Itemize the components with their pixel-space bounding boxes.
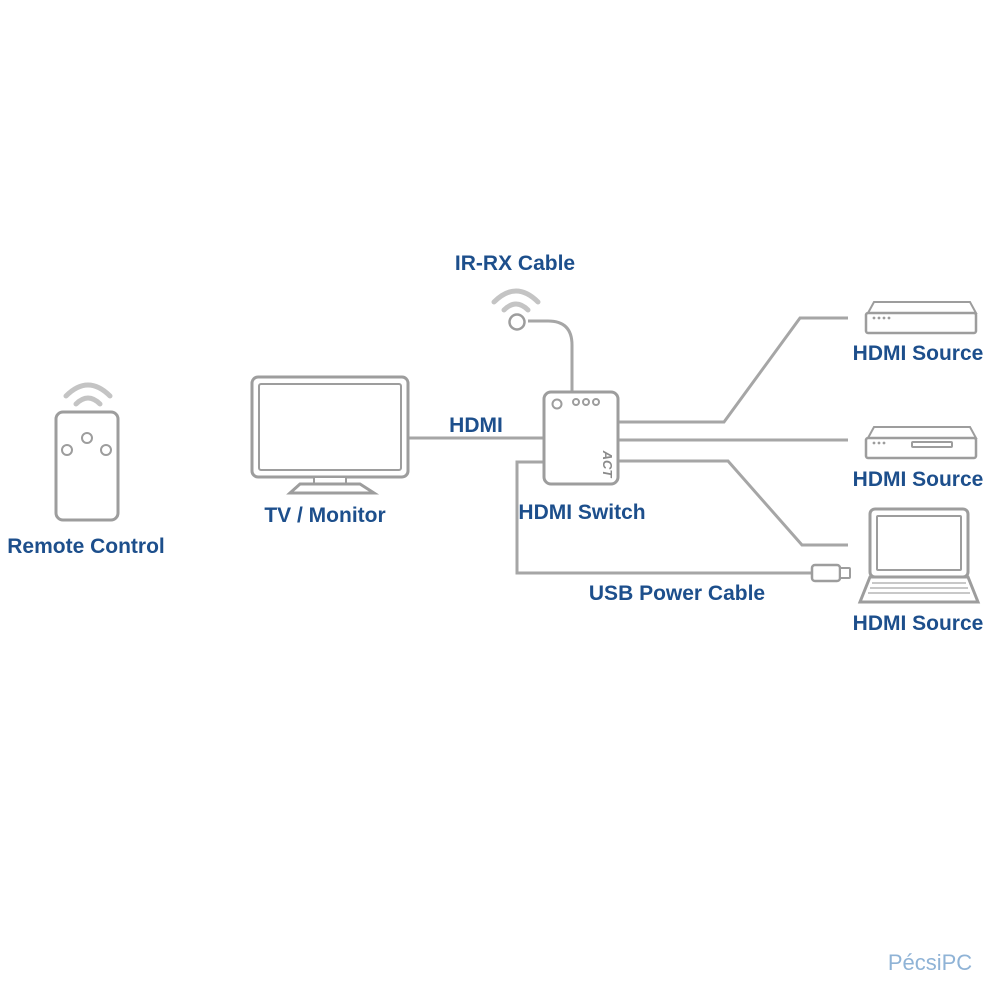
remote-control-label: Remote Control (7, 535, 165, 558)
usb-power-cable (515, 460, 812, 575)
hdmi-cable-source-3 (618, 459, 848, 547)
hdmi-source-3-device (857, 507, 981, 604)
remote-control-body (54, 410, 120, 522)
ir-rx-cable (528, 319, 574, 392)
remote-control (54, 382, 120, 522)
hdmi-source-1-label: HDMI Source (853, 342, 984, 365)
hdmi-source-1-device (864, 301, 978, 335)
hdmi-source-2-label: HDMI Source (853, 468, 984, 491)
led-2-icon (582, 398, 590, 406)
led-1-icon (572, 398, 580, 406)
hdmi-source-2-device (864, 426, 978, 460)
ir-receiver (491, 288, 541, 331)
set-top-box-1-top (866, 301, 978, 314)
ir-sensor-icon (551, 398, 563, 410)
remote-button-center-icon (81, 432, 93, 444)
laptop-base-icon (857, 575, 981, 604)
watermark-logo: PécsiPC (888, 950, 972, 975)
monitor-stand (286, 482, 380, 495)
usb-connector-icon (810, 563, 851, 583)
remote-button-right-icon (100, 444, 112, 456)
hdmi-cable-label: HDMI (449, 414, 503, 437)
hdmi-switch-body (542, 390, 620, 486)
set-top-box-1-icon (864, 311, 978, 335)
ir-signal-waves-icon (491, 288, 541, 313)
hdmi-switch-label: HDMI Switch (518, 501, 645, 524)
act-logo: ACT (600, 450, 615, 479)
monitor-screen (258, 383, 402, 471)
cables (408, 316, 848, 575)
laptop-screen (876, 515, 962, 571)
hdmi-cable-source-1 (618, 316, 848, 424)
signal-waves-icon (63, 382, 113, 407)
remote-button-left-icon (61, 444, 73, 456)
tv-monitor (250, 375, 410, 495)
hdmi-switch: ACT (542, 390, 620, 486)
usb-power-cable-label: USB Power Cable (589, 582, 765, 605)
tv-monitor-label: TV / Monitor (264, 504, 385, 527)
player-2-top (866, 426, 978, 439)
ir-rx-cable-label: IR-RX Cable (455, 252, 575, 275)
hdmi-source-3-label: HDMI Source (853, 612, 984, 635)
led-3-icon (592, 398, 600, 406)
ir-receiver-eye-icon (508, 313, 526, 331)
